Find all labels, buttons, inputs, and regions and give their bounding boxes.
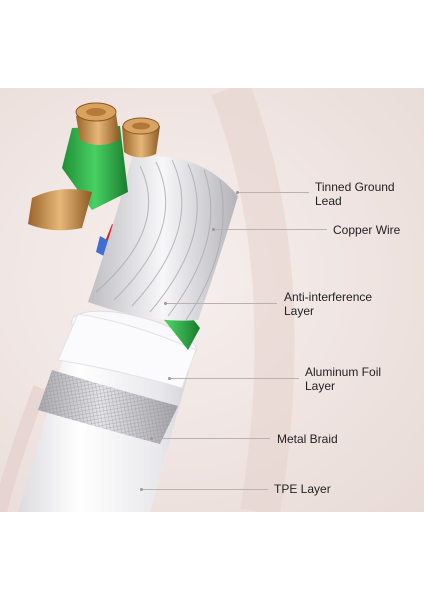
background-sheath (211, 88, 295, 512)
tpe-layer-leader (143, 489, 268, 490)
copper-wire-dot (212, 228, 215, 231)
twisted-strand-bundle (88, 156, 238, 321)
tinned-ground-lead-label-line1: Tinned Ground (315, 180, 395, 194)
tinned-ground-lead-dot (236, 191, 239, 194)
copper-conductor-mid (28, 189, 92, 231)
aluminum-foil-ring (57, 313, 197, 389)
tinned-ground-lead-label-line2: Lead (315, 194, 342, 208)
anti-interference-label: Anti-interference Layer (284, 290, 372, 318)
green-wire-upper (62, 126, 128, 210)
tinned-ground-lead-label: Tinned Ground Lead (315, 180, 395, 208)
tinned-ground-lead-leader (239, 192, 309, 193)
anti-interference-label-line1: Anti-interference (284, 290, 373, 304)
copper-wire-leader (215, 229, 327, 230)
cable-illustration (0, 88, 295, 512)
tpe-layer-dot (140, 488, 143, 491)
anti-interference-dot (164, 302, 167, 305)
aluminum-foil-label-line1: Aluminum Foil (305, 365, 382, 379)
metal-braid-dot (150, 437, 153, 440)
copper-wire-label: Copper Wire (333, 223, 401, 237)
anti-interference-label-line2: Layer (284, 304, 315, 318)
aluminum-foil-dot (168, 377, 171, 380)
aluminum-foil-label: Aluminum Foil Layer (305, 365, 381, 393)
metal-braid-leader (153, 438, 270, 439)
metal-braid-label: Metal Braid (277, 432, 338, 446)
background-sheath-edge (0, 385, 47, 512)
aluminum-foil-leader (171, 378, 299, 379)
aluminum-foil-label-line2: Layer (305, 379, 336, 393)
tpe-layer-label: TPE Layer (274, 482, 331, 496)
anti-interference-leader (167, 303, 277, 304)
